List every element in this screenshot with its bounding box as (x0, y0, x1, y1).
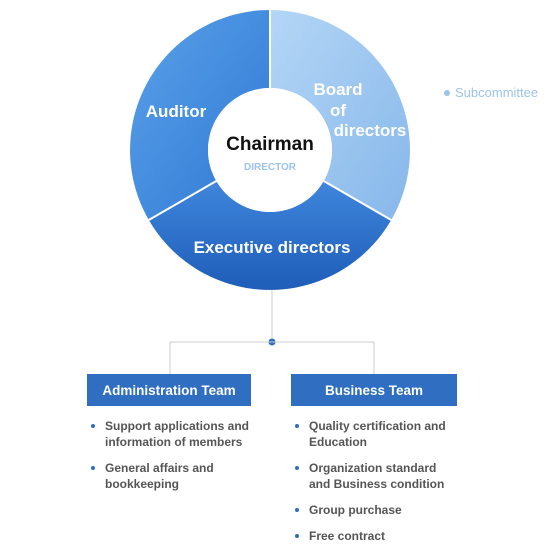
bullet-icon (91, 424, 95, 428)
segment-divider (148, 180, 217, 221)
list-item: Free contract (295, 528, 475, 544)
center-subtitle: DIRECTOR (244, 162, 297, 173)
segment-divider (323, 180, 392, 221)
segment-auditor (130, 10, 270, 220)
bullet-icon (295, 466, 299, 470)
executive-label: Executive directors (194, 238, 351, 257)
center-circle (208, 88, 332, 212)
center-title: Chairman (226, 134, 314, 155)
bullet-icon (295, 424, 299, 428)
board-label-line3: directors (334, 121, 407, 140)
segment-board (270, 10, 410, 220)
segment-executive (148, 181, 392, 290)
auditor-label: Auditor (146, 102, 207, 121)
list-item: Group purchase (295, 502, 475, 518)
subcommittee-label: Subcommittee (455, 85, 538, 100)
bullet-icon (295, 508, 299, 512)
bullet-icon (295, 534, 299, 538)
administration-team-box: Administration Team (87, 374, 251, 406)
subcommittee-dot (444, 90, 450, 96)
bullet-icon (91, 466, 95, 470)
board-label-line2: of (330, 101, 346, 120)
business-team-box: Business Team (291, 374, 457, 406)
board-label-line1: Board (313, 80, 362, 99)
